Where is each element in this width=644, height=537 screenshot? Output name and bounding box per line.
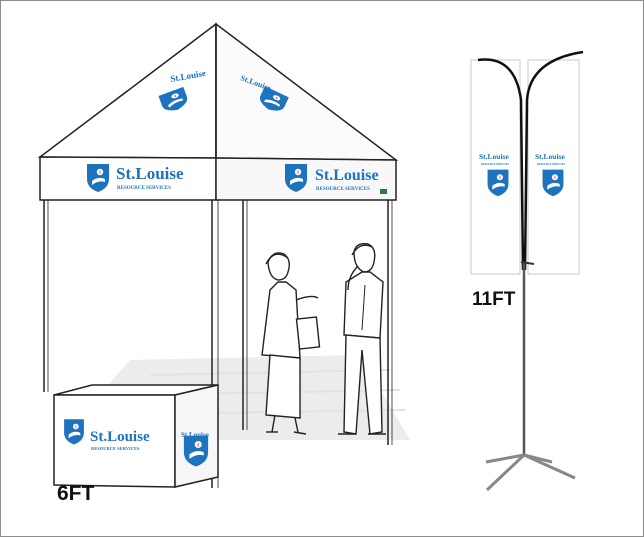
- brand-name: St.Louise: [535, 152, 565, 161]
- canopy-roof-left: [37, 22, 217, 159]
- flag-base-leg: [523, 453, 553, 464]
- man-figure: [338, 242, 386, 435]
- flag-base-leg: [485, 453, 525, 464]
- svg-text:St.Louise: St.Louise: [181, 431, 209, 439]
- flag-logo-right: St.Louise RESOURCE SERVICES: [535, 152, 566, 197]
- valance-logo-front: St.Louise RESOURCE SERVICES: [87, 164, 184, 192]
- table-logo-side: St.Louise: [181, 431, 209, 467]
- flag-banner-right: [527, 59, 580, 275]
- brand-tagline: RESOURCE SERVICES: [316, 187, 370, 192]
- brand-name: St.Louise: [90, 429, 150, 445]
- table-logo-front: St.Louise RESOURCE SERVICES: [64, 419, 150, 451]
- flag-logo-left: St.Louise RESOURCE SERVICES: [479, 152, 510, 197]
- brand-tagline: RESOURCE SERVICES: [117, 186, 171, 191]
- flag-stand: [470, 50, 584, 492]
- flag-base-leg: [523, 453, 576, 480]
- brand-name: St.Louise: [116, 164, 184, 183]
- brand-name: St.Louise: [315, 167, 379, 184]
- woman-figure: [261, 252, 321, 435]
- brand-tagline: RESOURCE SERVICES: [481, 163, 510, 166]
- brand-tagline: RESOURCE SERVICES: [537, 163, 566, 166]
- brand-tagline: RESOURCE SERVICES: [91, 446, 140, 451]
- valance-logo-side: St.Louise RESOURCE SERVICES: [285, 164, 379, 192]
- flag-banner-left: [470, 59, 521, 275]
- tent-size-label: 6FT: [57, 482, 95, 505]
- brand-name: St.Louise: [479, 152, 509, 161]
- canopy-roof-right: [215, 22, 399, 161]
- flag-size-label: 11FT: [472, 289, 516, 310]
- flag-base-leg: [485, 453, 526, 492]
